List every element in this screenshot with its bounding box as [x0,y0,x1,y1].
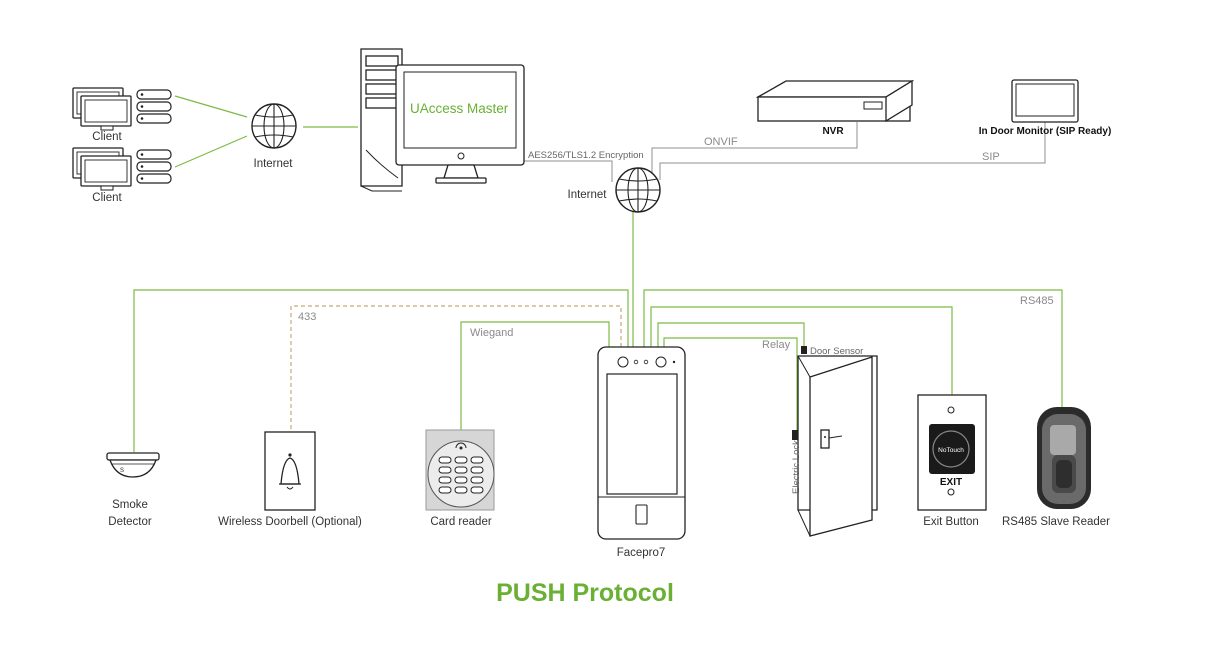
face-terminal-icon [597,346,686,540]
client-label-2: Client [92,192,122,204]
smoke-detector-icon: S [106,452,160,478]
wireless-doorbell-label: Wireless Doorbell (Optional) [218,516,362,528]
facepro7-label: Facepro7 [617,547,666,559]
card-reader-icon [425,429,495,511]
smoke-detector-label-2: Detector [108,516,152,528]
smoke-detector-label-1: Smoke [112,499,148,511]
433-line-label: 433 [298,311,316,323]
electric-lock-label: Electric Lock [791,440,802,494]
exit-label: EXIT [940,477,962,488]
wiegand-label: Wiegand [470,327,513,339]
nvr-label: NVR [822,126,844,137]
connection-lines [133,95,1063,452]
in-door-monitor-label: In Door Monitor (SIP Ready) [979,126,1112,137]
globe-icon [615,167,661,213]
encryption-label: AES256/TLS1.2 Encryption [528,150,644,161]
doorbell-icon [264,431,316,511]
slave-reader-icon [1037,407,1091,509]
rs485-line-label: RS485 [1020,295,1054,307]
sip-label: SIP [982,151,1000,163]
nvr-icon [755,79,915,123]
exit-button-label: Exit Button [923,516,979,528]
client-label-1: Client [92,131,122,143]
client-computer-icon [72,87,172,131]
globe-icon [251,103,297,149]
onvif-label: ONVIF [704,136,738,148]
door-sensor-label: Door Sensor [810,346,863,357]
diagram-title: PUSH Protocol [496,579,674,607]
client-computer-icon [72,147,172,191]
monitor-icon [395,64,525,184]
card-reader-label: Card reader [430,516,492,528]
rs485-slave-reader-label: RS485 Slave Reader [1002,516,1110,528]
internet-left-label: Internet [254,158,294,170]
no-touch-label: NoTouch [938,447,964,454]
server-tower-icon [360,48,403,192]
indoor-monitor-icon [1011,79,1079,123]
door-icon [792,346,878,537]
exit-button-icon [917,394,987,511]
uaccess-master-label: UAccess Master [410,101,509,116]
internet-center-label: Internet [568,189,608,201]
svg-text:S: S [120,468,124,474]
relay-label: Relay [762,339,791,351]
